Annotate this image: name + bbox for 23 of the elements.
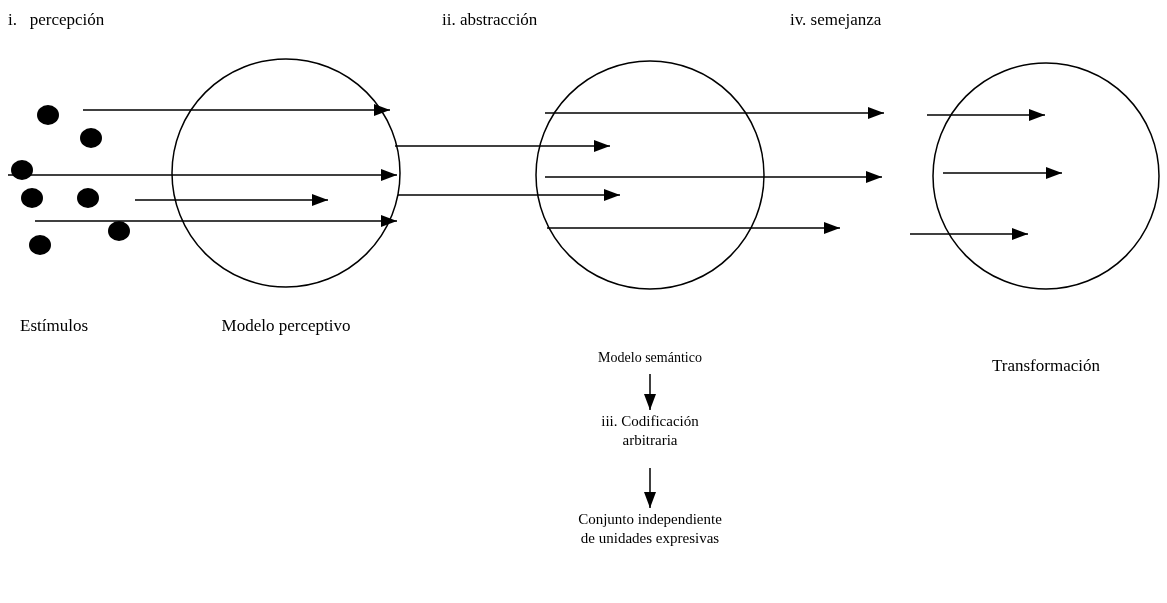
stage-heading: iv. semejanza xyxy=(790,10,882,30)
arrow xyxy=(7,169,398,181)
node-caption: Modelo perceptivo xyxy=(220,316,352,336)
arrow xyxy=(926,109,1046,121)
arrow xyxy=(397,189,621,201)
node-caption: Modelo semántico xyxy=(597,350,703,366)
arrow xyxy=(544,107,885,119)
stage-heading: ii. abstracción xyxy=(442,10,538,30)
arrow xyxy=(644,373,656,411)
arrow xyxy=(34,215,398,227)
arrow xyxy=(544,171,883,183)
arrow xyxy=(909,228,1029,240)
stage-heading: i. percepción xyxy=(8,10,105,30)
arrow xyxy=(644,467,656,509)
step-text: Conjunto independiente de unidades expresivas xyxy=(577,510,723,548)
arrow xyxy=(134,194,329,206)
step-text: iii. Codificación arbitraria xyxy=(600,412,700,450)
arrow xyxy=(942,167,1063,179)
arrow xyxy=(82,104,391,116)
node-caption: Transformación xyxy=(991,356,1101,376)
node-caption: Estímulos xyxy=(19,316,89,336)
arrow xyxy=(394,140,611,152)
arrow xyxy=(546,222,841,234)
